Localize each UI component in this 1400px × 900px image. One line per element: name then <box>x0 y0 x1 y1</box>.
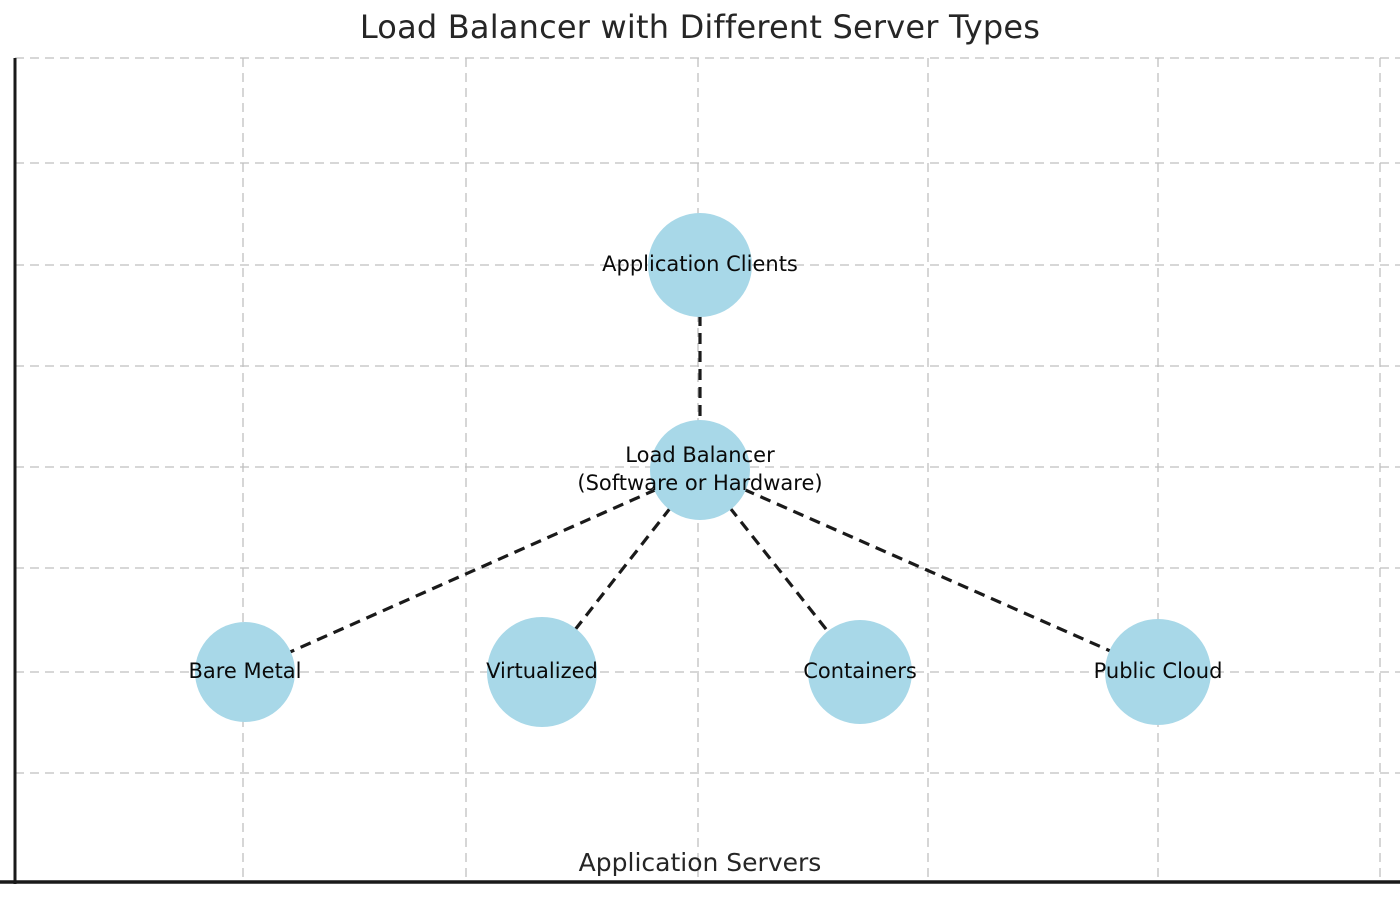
graph-node-publiccloud <box>1105 619 1211 725</box>
graph-node-clients <box>648 213 752 317</box>
graph-edges <box>288 315 1112 654</box>
axis-spines <box>0 58 1400 884</box>
graph-node-containers <box>808 620 912 724</box>
graph-node-baremetal <box>195 622 295 722</box>
graph-edge-loadbalancer-to-virtualized <box>573 506 672 632</box>
page-title: Load Balancer with Different Server Type… <box>359 8 1041 46</box>
graph-node-virtualized <box>487 617 597 727</box>
graph-edge-loadbalancer-to-publiccloud <box>743 487 1112 653</box>
graph-node-loadbalancer <box>650 420 750 520</box>
graph-nodes <box>195 213 1211 727</box>
graph-edge-loadbalancer-to-containers <box>728 506 831 634</box>
x-axis-label: Application Servers <box>578 848 822 877</box>
graph-edge-loadbalancer-to-baremetal <box>288 488 657 654</box>
